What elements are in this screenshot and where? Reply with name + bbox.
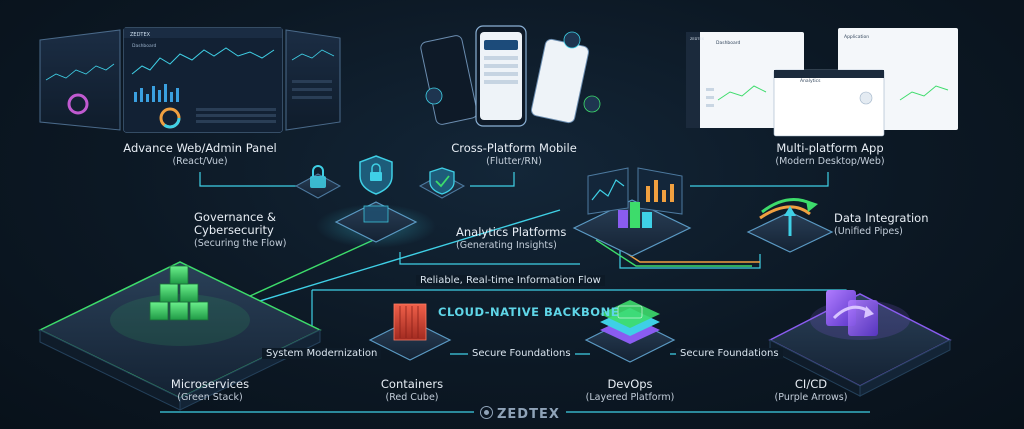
- web-admin-panel-label: Advance Web/Admin Panel (React/Vue): [110, 142, 290, 168]
- shield-lock-icon: [360, 156, 392, 194]
- multi-platform-app-label: Multi-platform App (Modern Desktop/Web): [740, 142, 920, 168]
- microservices-label: Microservices (Green Stack): [160, 378, 260, 404]
- cloud-native-backbone-label: CLOUD-NATIVE BACKBONE: [438, 305, 619, 319]
- web-admin-panel-illustration: ZEDTEX Dashboard: [40, 28, 340, 132]
- desktop-application-title: Application: [844, 34, 869, 40]
- connector-label-secure-foundations-1: Secure Foundations: [468, 348, 575, 359]
- lock-icon: [310, 166, 326, 188]
- web-admin-panel-subtitle: (React/Vue): [110, 155, 290, 168]
- cross-platform-mobile-label: Cross-Platform Mobile (Flutter/RN): [424, 142, 604, 168]
- data-integration-title: Data Integration: [834, 212, 944, 225]
- brand-logo-icon: [480, 406, 493, 419]
- cicd-title: CI/CD: [756, 378, 866, 391]
- mobile-phones-illustration: [420, 26, 600, 126]
- governance-label: Governance & Cybersecurity (Securing the…: [194, 211, 314, 250]
- web-panel-logo: ZEDTEX: [130, 32, 151, 38]
- devops-label: DevOps (Layered Platform): [570, 378, 690, 404]
- microservices-title: Microservices: [160, 378, 260, 391]
- multi-platform-app-subtitle: (Modern Desktop/Web): [740, 155, 920, 168]
- containers-subtitle: (Red Cube): [362, 391, 462, 404]
- governance-title-line-2: Cybersecurity: [194, 224, 314, 237]
- brand-name: ZEDTEX: [497, 407, 560, 422]
- desktop-logo: ZEDTEX: [690, 37, 705, 41]
- data-integration-label: Data Integration (Unified Pipes): [834, 212, 944, 238]
- cross-platform-mobile-title: Cross-Platform Mobile: [424, 142, 604, 155]
- desktop-app-illustration: Dashboard ZEDTEX Application Analytics: [686, 28, 958, 136]
- data-integration-illustration: [748, 200, 832, 253]
- connector-label-secure-foundations-2: Secure Foundations: [676, 348, 783, 359]
- containers-label: Containers (Red Cube): [362, 378, 462, 404]
- web-admin-panel-title: Advance Web/Admin Panel: [110, 142, 290, 155]
- analytics-platforms-label: Analytics Platforms (Generating Insights…: [456, 226, 576, 252]
- containers-title: Containers: [362, 378, 462, 391]
- analytics-platforms-subtitle: (Generating Insights): [456, 239, 576, 252]
- connector-label-system-modernization: System Modernization: [262, 348, 381, 359]
- desktop-analytics-title: Analytics: [800, 78, 821, 84]
- desktop-dashboard-title: Dashboard: [716, 40, 741, 46]
- brand-footer: ZEDTEX: [474, 406, 566, 422]
- shield-check-icon: [430, 168, 454, 194]
- devops-title: DevOps: [570, 378, 690, 391]
- governance-subtitle: (Securing the Flow): [194, 237, 314, 250]
- cicd-subtitle: (Purple Arrows): [756, 391, 866, 404]
- analytics-platforms-title: Analytics Platforms: [456, 226, 576, 239]
- web-panel-title: Dashboard: [132, 43, 157, 49]
- information-flow-label: Reliable, Real-time Information Flow: [416, 275, 605, 286]
- analytics-platform-illustration: [574, 168, 690, 256]
- cross-platform-mobile-subtitle: (Flutter/RN): [424, 155, 604, 168]
- microservices-subtitle: (Green Stack): [160, 391, 260, 404]
- multi-platform-app-title: Multi-platform App: [740, 142, 920, 155]
- devops-subtitle: (Layered Platform): [570, 391, 690, 404]
- data-integration-subtitle: (Unified Pipes): [834, 225, 944, 238]
- cicd-label: CI/CD (Purple Arrows): [756, 378, 866, 404]
